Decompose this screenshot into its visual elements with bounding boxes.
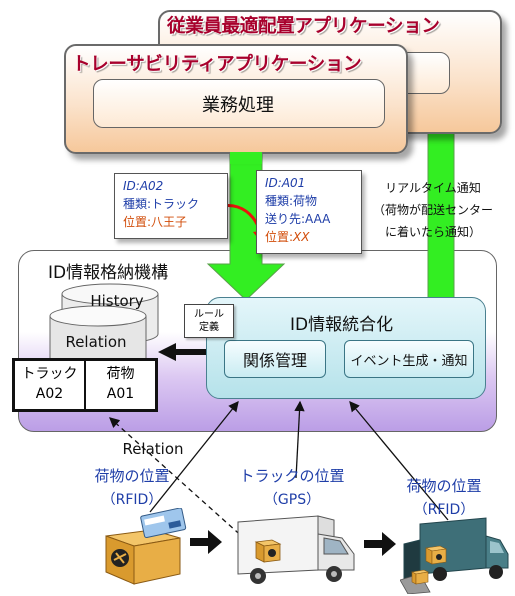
relation-dashed-line — [109, 417, 247, 541]
truck-note-position-prefix: 位置: — [123, 215, 152, 229]
business-process-label: 業務処理 — [202, 95, 274, 116]
truck-note-id: ID:A02 — [123, 179, 164, 193]
id-integration-title: ID情報統合化 — [290, 315, 394, 335]
cargo-position-rfid-label-1: 荷物の位置 — [94, 467, 170, 485]
cargo-box-with-rfid-icon — [105, 508, 187, 585]
table-value-truck: A02 — [35, 386, 64, 402]
truck-position-gps-label: トラックの位置 — [239, 467, 345, 485]
rfid1-line — [149, 400, 239, 513]
table-value-cargo: A01 — [106, 386, 135, 402]
black-arrowhead — [158, 343, 176, 361]
realtime-notice-line2: （荷物が配送センター — [372, 203, 493, 217]
cargo-position-rfid-sub-2: （RFID） — [413, 502, 475, 518]
relation-table: トラック A02 荷物 A01 — [12, 358, 158, 412]
rule-definition-line1: ルール — [194, 309, 224, 320]
truck-position-gps-sub: （GPS） — [263, 492, 321, 508]
green-arrow-down — [206, 149, 286, 301]
rfid2-line — [349, 400, 449, 521]
cargo-id-note: ID:A01 種類:荷物 送り先:AAA 位置:XX — [256, 170, 362, 254]
id-store-title: ID情報格納機構 — [48, 263, 169, 283]
gps-line — [294, 400, 305, 479]
cargo-note-position: 位置:XX — [265, 228, 353, 246]
truck-id-note: ID:A02 種類:トラック 位置:八王子 — [114, 173, 228, 239]
staff-allocation-app-title: 従業員最適配置アプリケーション — [167, 16, 440, 37]
rule-definition-line2: 定義 — [199, 322, 219, 333]
history-db-label: History — [90, 292, 144, 310]
cargo-note-type: 種類:荷物 — [265, 194, 318, 208]
truck-note-position-value: 八王子 — [151, 215, 188, 229]
flow-arrow-2 — [364, 532, 396, 556]
relation-bottom-label: Relation — [122, 440, 184, 458]
realtime-notice-line1: リアルタイム通知 — [385, 181, 481, 195]
flow-arrow-1 — [190, 530, 222, 554]
relation-management-box: 関係管理 — [224, 340, 326, 378]
table-header-cargo: 荷物 A01 — [85, 360, 156, 410]
cargo-note-id: ID:A01 — [265, 176, 306, 190]
cargo-note-destination: 送り先:AAA — [265, 212, 331, 226]
event-generation-box: イベント生成・通知 — [344, 340, 474, 378]
business-process-box — [93, 79, 385, 128]
truck-note-position: 位置:八王子 — [123, 213, 219, 231]
cargo-note-position-value: XX — [293, 230, 310, 244]
table-header-truck-text: トラック — [21, 366, 78, 382]
cargo-position-rfid-label-2: 荷物の位置 — [406, 477, 482, 495]
traceability-app-title: トレーサビリティアプリケーション — [72, 54, 362, 75]
relation-db-label: Relation — [65, 333, 127, 351]
cargo-note-position-prefix: 位置: — [265, 230, 294, 244]
delivery-truck-icon — [237, 515, 355, 584]
distribution-center-truck-icon — [400, 517, 509, 594]
truck-note-type: 種類:トラック — [123, 197, 200, 211]
cargo-position-rfid-sub-1: （RFID） — [101, 492, 163, 508]
realtime-notice-line3: に着いたら通知） — [384, 225, 481, 239]
rule-definition-note: ルール 定義 — [184, 304, 234, 338]
table-header-truck: トラック A02 — [14, 360, 85, 410]
table-header-cargo-text: 荷物 — [106, 366, 135, 382]
